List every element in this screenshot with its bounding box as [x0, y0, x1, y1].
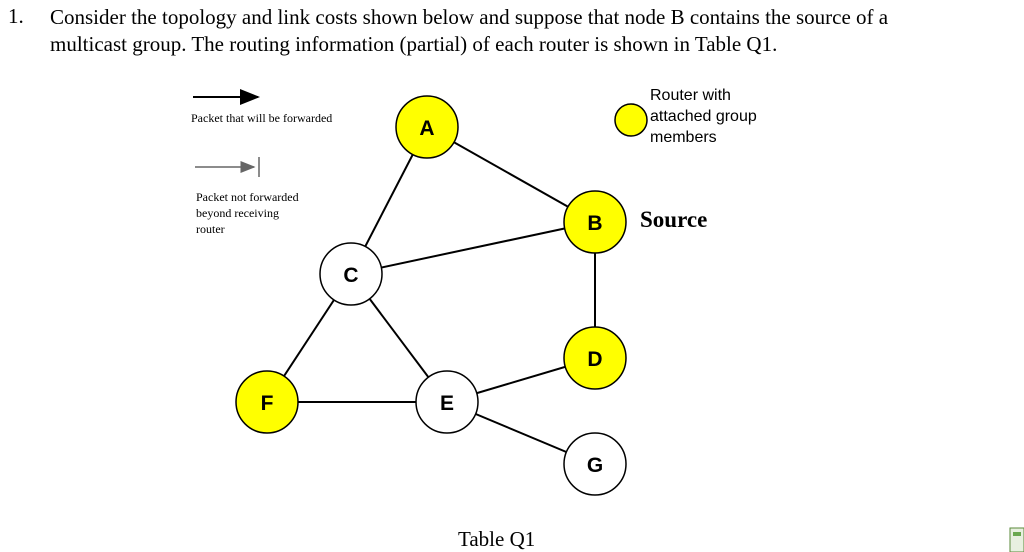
- router-node-d: D: [563, 326, 627, 390]
- legend-forwarded-label: Packet that will be forwarded: [191, 111, 333, 125]
- router-circle: [235, 370, 299, 434]
- question-line-2: multicast group. The routing information…: [50, 32, 778, 56]
- question-line-1: Consider the topology and link costs sho…: [50, 5, 889, 29]
- router-label: B: [587, 212, 602, 235]
- table-caption: Table Q1: [458, 527, 536, 551]
- not-forwarded-arrow-icon: [195, 157, 260, 177]
- question-text: Consider the topology and link costs sho…: [50, 4, 1015, 58]
- router-circle: [415, 370, 479, 434]
- legend-not-forwarded-label: Packet not forwarded beyond receiving ro…: [196, 189, 299, 237]
- router-circle: [395, 95, 459, 159]
- router-node-g: G: [563, 432, 627, 496]
- router-label: D: [587, 348, 602, 371]
- router-node-a: A: [395, 95, 459, 159]
- link-a-b: [426, 126, 596, 223]
- router-node-f: F: [235, 370, 299, 434]
- router-label: E: [440, 392, 454, 415]
- legend-not-forwarded-line-1: Packet not forwarded: [196, 190, 299, 204]
- question-number: 1.: [8, 4, 24, 28]
- router-node-e: E: [415, 370, 479, 434]
- router-circle: [563, 432, 627, 496]
- group-member-legend-icon: [614, 103, 648, 137]
- router-circle: [563, 326, 627, 390]
- router-label: C: [343, 264, 358, 287]
- source-label: Source: [640, 207, 708, 232]
- router-circle: [319, 242, 383, 306]
- legend-group-line-3: members: [650, 129, 717, 146]
- router-circle: [563, 190, 627, 254]
- document-icon: [1009, 527, 1024, 552]
- legend-not-forwarded-line-2: beyond receiving: [196, 206, 279, 220]
- router-node-c: C: [319, 242, 383, 306]
- router-label: A: [419, 117, 434, 140]
- link-c-b: [350, 221, 596, 275]
- legend-not-forwarded-line-3: router: [196, 222, 225, 236]
- legend-group-members-label: Router with attached group members: [650, 85, 757, 148]
- router-label: F: [261, 392, 274, 415]
- legend-group-line-2: attached group: [650, 108, 757, 125]
- legend-group-line-1: Router with: [650, 87, 731, 104]
- router-node-b: B: [563, 190, 627, 254]
- router-label: G: [587, 454, 603, 477]
